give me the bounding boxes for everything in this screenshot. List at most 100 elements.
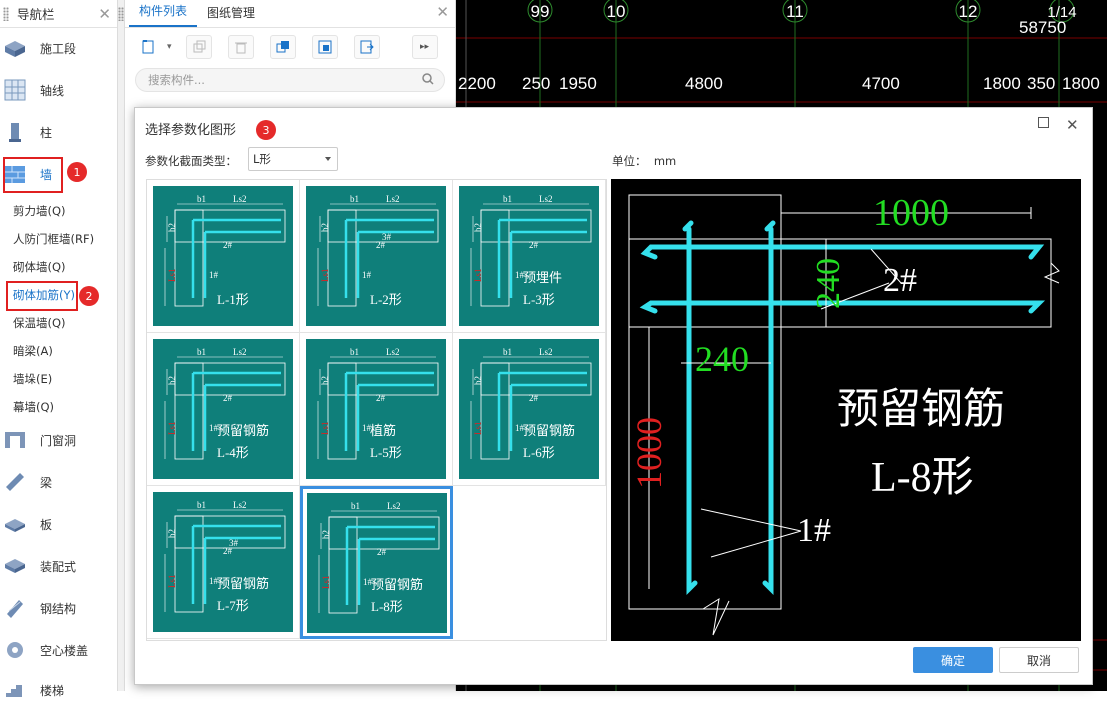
thumb-label-ls1: Ls1 — [320, 422, 330, 436]
thumb-label-bar2: 2# — [376, 393, 386, 403]
thumb-label-b2: b2 — [473, 376, 483, 385]
section-type-select[interactable]: L形 — [248, 147, 338, 171]
thumb-label-ls1: Ls1 — [321, 575, 331, 589]
thumb-tag-label: 预留钢筋 — [217, 423, 269, 438]
subitem-civil-defense-door-frame-wall[interactable]: 人防门框墙(RF) — [13, 232, 95, 246]
thumb-label-bar1: 1# — [209, 576, 219, 586]
thumb-label-b1: b1 — [350, 347, 359, 357]
nav-item-label: 门窗洞 — [40, 433, 77, 448]
nav-item-label: 轴线 — [40, 83, 65, 98]
close-icon[interactable]: ✕ — [98, 4, 111, 23]
thumb-shape-name: L-3形 — [523, 292, 555, 307]
thumb-label-ls2: Ls2 — [539, 347, 553, 357]
nav-item-label: 墙 — [40, 167, 53, 182]
subitem-masonry-wall[interactable]: 砌体墙(Q) — [13, 260, 66, 274]
axis-label: 1/14 — [1047, 4, 1076, 21]
nav-item-label: 钢结构 — [40, 601, 77, 616]
thumb-shape-name: L-6形 — [523, 445, 555, 460]
beam-icon — [2, 471, 28, 493]
thumb-label-bar2: 2# — [377, 547, 387, 557]
nav-item-door-window[interactable]: 门窗洞 — [0, 426, 118, 454]
cancel-button[interactable]: 取消 — [999, 647, 1079, 673]
thumb-label-bar1: 1# — [363, 577, 373, 587]
thumb-label-bar1: 1# — [209, 270, 219, 280]
thumb-label-bar2: 2# — [529, 393, 539, 403]
preview-dim-top: 1000 — [873, 192, 949, 234]
subitem-curtain-wall[interactable]: 幕墙(Q) — [13, 400, 55, 414]
maximize-icon[interactable] — [1038, 117, 1049, 128]
close-icon[interactable]: ✕ — [1066, 116, 1079, 134]
steel-structure-icon — [2, 597, 28, 619]
subitem-hidden-beam[interactable]: 暗梁(A) — [13, 344, 53, 358]
dimension: 350 — [1027, 74, 1055, 93]
nav-item-label: 板 — [40, 517, 53, 532]
nav-item-beam[interactable]: 梁 — [0, 468, 118, 496]
search-input[interactable]: 搜索构件... — [135, 68, 445, 92]
thumb-shape-name: L-7形 — [217, 598, 249, 613]
nav-item-steel-structure[interactable]: 钢结构 — [0, 594, 118, 622]
dimension: 4800 — [685, 74, 723, 93]
nav-item-stair[interactable]: 楼梯 — [0, 676, 118, 704]
more-button[interactable]: ▸▸ — [411, 35, 438, 59]
dimension: 1800 — [1062, 74, 1100, 93]
dimension: 1800 — [983, 74, 1021, 93]
new-component-button[interactable] — [135, 35, 161, 59]
wall-icon — [2, 163, 28, 185]
import-button[interactable] — [311, 35, 338, 59]
thumb-label-b2: b2 — [167, 223, 177, 232]
shape-preview: 1000 240 240 1000 2# 1# 预留钢筋 L-8形 — [611, 179, 1081, 641]
dropdown-arrow-icon[interactable]: ▾ — [167, 42, 172, 52]
nav-item-column[interactable]: 柱 — [0, 118, 118, 146]
thumb-label-b2: b2 — [167, 529, 177, 538]
export-button[interactable] — [353, 35, 380, 59]
subitem-shear-wall[interactable]: 剪力墙(Q) — [13, 204, 66, 218]
search-icon[interactable] — [421, 72, 435, 89]
copy-button[interactable] — [185, 35, 212, 59]
step-marker-2: 2 — [79, 286, 99, 306]
copy-to-floor-button[interactable] — [269, 35, 296, 59]
preview-dim-horizontal: 240 — [695, 339, 749, 379]
nav-item-wall[interactable]: 墙 — [0, 160, 118, 188]
subitem-insulation-wall[interactable]: 保温墙(Q) — [13, 316, 66, 330]
chevron-down-icon — [325, 157, 331, 161]
thumb-label-b1: b1 — [350, 194, 359, 204]
thumb-tag-label: 预留钢筋 — [371, 577, 423, 592]
preview-bar1-label: 1# — [797, 512, 831, 549]
thumb-label-bar1: 1# — [362, 423, 372, 433]
dimension: 2200 — [458, 74, 496, 93]
tab-component-list[interactable]: 构件列表 — [129, 2, 198, 27]
nav-item-axis[interactable]: 轴线 — [0, 76, 118, 104]
thumb-label-b2: b2 — [320, 376, 330, 385]
nav-item-slab[interactable]: 板 — [0, 510, 118, 538]
delete-button[interactable] — [227, 35, 254, 59]
drag-handle-icon[interactable] — [3, 6, 9, 21]
thumb-shape-name: L-2形 — [370, 292, 402, 307]
thumb-tag-label: 植筋 — [370, 423, 396, 438]
nav-item-prefab[interactable]: 装配式 — [0, 552, 118, 580]
nav-item-construction-zone[interactable]: 施工段 — [0, 34, 118, 62]
confirm-button[interactable]: 确定 — [913, 647, 993, 673]
close-icon[interactable]: ✕ — [436, 3, 449, 21]
column-icon — [2, 121, 28, 143]
subitem-wall-pier[interactable]: 墙垛(E) — [13, 372, 53, 386]
tab-drawing-management[interactable]: 图纸管理 — [207, 6, 256, 20]
thumb-label-ls1: Ls1 — [320, 269, 330, 283]
nav-item-hollow-floor[interactable]: 空心楼盖 — [0, 636, 118, 664]
thumb-label-bar1: 1# — [209, 423, 219, 433]
component-toolbar: ▾ ▸▸ — [135, 34, 438, 60]
subitem-masonry-reinforcement[interactable]: 砌体加筋(Y) — [13, 288, 75, 302]
drag-handle-icon[interactable] — [118, 7, 124, 21]
preview-title-rebar: 预留钢筋 — [837, 387, 1005, 433]
thumb-shape-name: L-1形 — [217, 292, 249, 307]
nav-item-label: 柱 — [40, 125, 53, 140]
